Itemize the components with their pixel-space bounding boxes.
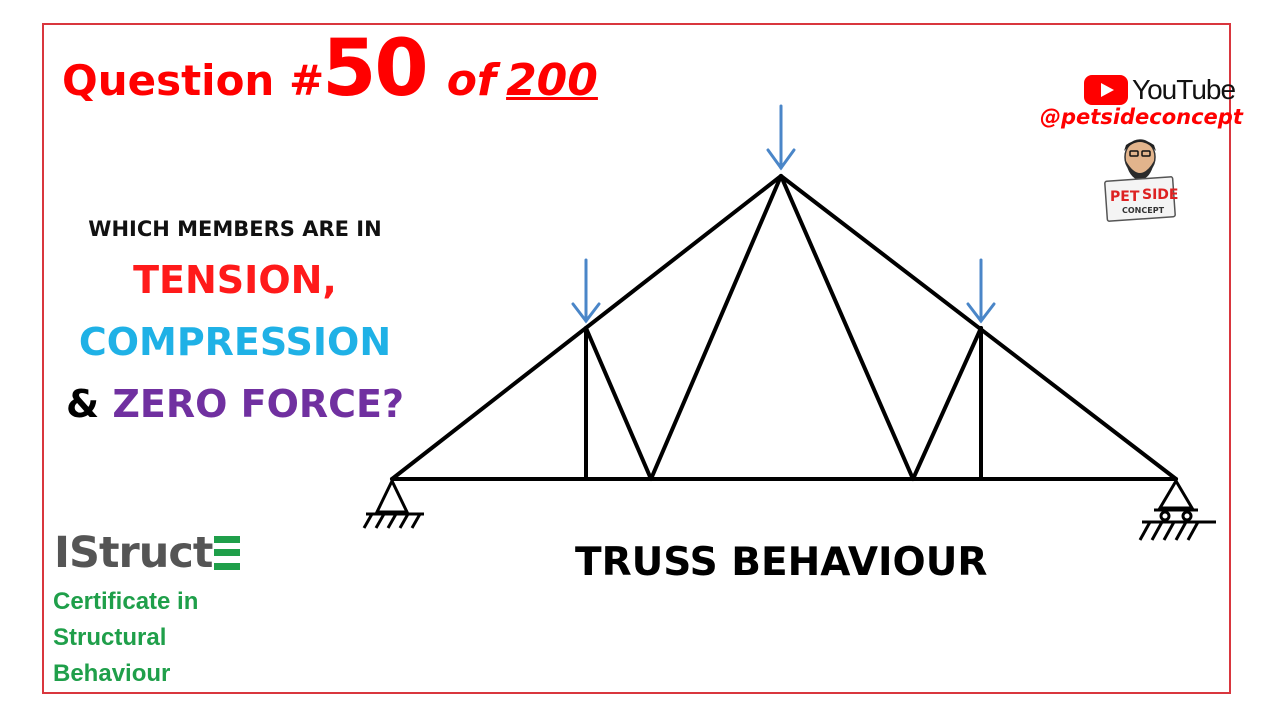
- question-total: 200: [506, 55, 598, 106]
- question-number: 50: [322, 24, 429, 114]
- roller-support-icon: [1138, 478, 1216, 541]
- istruct-logo: IStruct: [54, 528, 241, 578]
- prompt-tension: TENSION,: [133, 258, 337, 302]
- mascot-logo: PET SIDE CONCEPT: [1104, 139, 1178, 222]
- youtube-label: YouTube: [1132, 74, 1236, 105]
- mascot-text-concept: CONCEPT: [1122, 206, 1165, 215]
- prompt-zero-force: & ZERO FORCE?: [50, 382, 420, 426]
- web-right-apex: [779, 174, 915, 481]
- question-of: of: [446, 55, 497, 106]
- istruct-e-icon: [214, 536, 241, 570]
- mascot-text-side: SIDE: [1142, 187, 1178, 203]
- diagonal-left-inner: [584, 326, 653, 481]
- web-left-apex: [649, 174, 783, 481]
- channel-handle: @petsideconcept: [1040, 105, 1243, 129]
- down-arrow-icon: [766, 104, 796, 171]
- diagram-title: TRUSS BEHAVIOUR: [575, 540, 988, 585]
- down-arrow-icon: [966, 258, 996, 324]
- question-word: Question #: [62, 56, 325, 105]
- certificate-text: Certificate in Structural Behaviour: [53, 588, 199, 687]
- prompt-ampersand: &: [65, 382, 100, 426]
- prompt-compression: COMPRESSION: [78, 320, 392, 364]
- down-arrow-icon: [571, 258, 601, 324]
- pin-support-icon: [362, 477, 424, 529]
- mascot-text-pet: PET: [1110, 189, 1140, 205]
- youtube-badge: YouTube: [1084, 74, 1236, 106]
- top-chord-right: [779, 174, 1178, 481]
- istruct-wordmark: IStruct: [54, 528, 213, 578]
- youtube-play-icon: [1084, 75, 1128, 105]
- prompt-zero-force-text: ZERO FORCE?: [112, 382, 405, 426]
- diagonal-right-inner: [911, 326, 983, 481]
- prompt-line-1: WHICH MEMBERS ARE IN: [88, 217, 382, 241]
- border-frame: [42, 23, 1231, 694]
